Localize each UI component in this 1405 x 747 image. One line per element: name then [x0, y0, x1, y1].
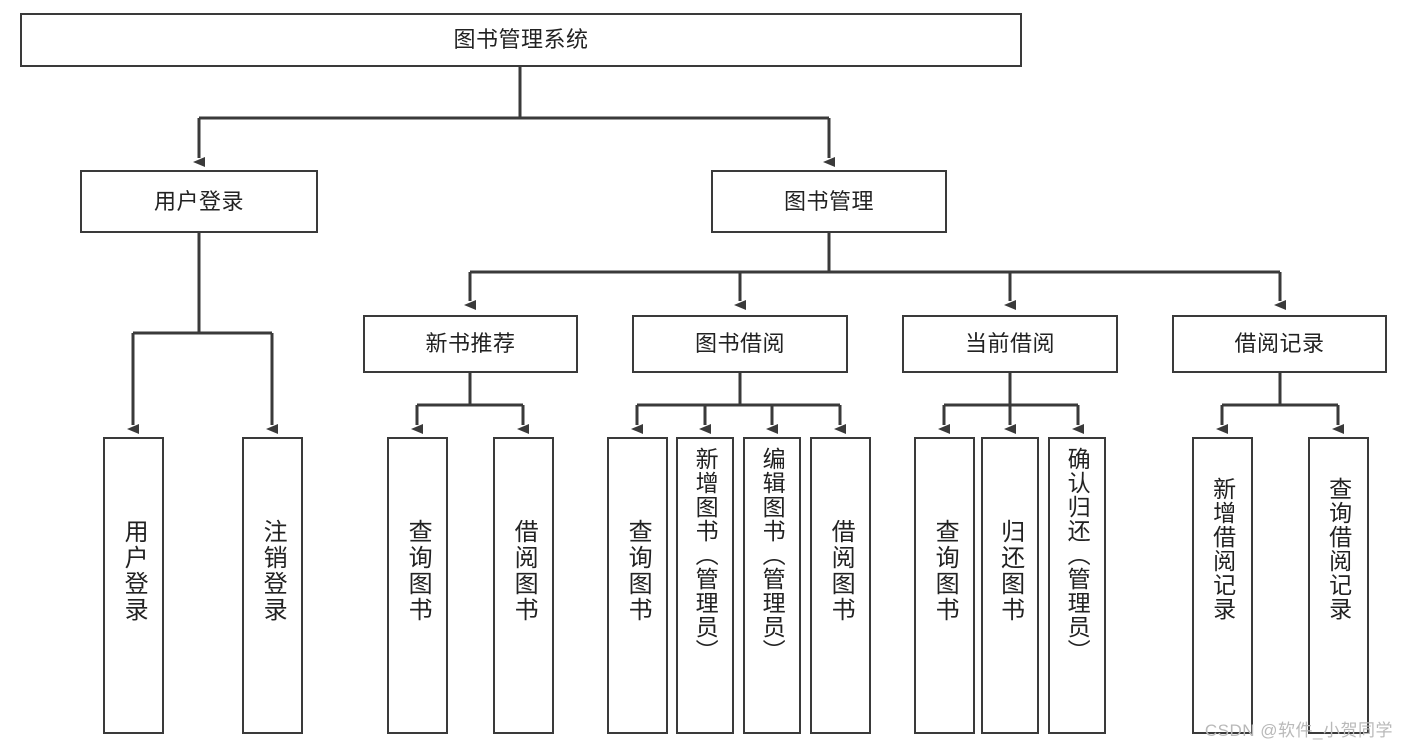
node-current-borrow[interactable]: 当前借阅: [902, 315, 1118, 373]
node-label: 新增借阅记录: [1209, 477, 1236, 621]
leaf-add-borrow-record[interactable]: 新增借阅记录: [1192, 437, 1253, 734]
node-label: 借阅图书: [827, 519, 855, 623]
leaf-logout[interactable]: 注销登录: [242, 437, 303, 734]
csdn-watermark: CSDN @软件_小贺同学: [1204, 721, 1393, 740]
leaf-query-book-recommend[interactable]: 查询图书: [387, 437, 448, 734]
leaf-query-borrow-record[interactable]: 查询借阅记录: [1308, 437, 1369, 734]
leaf-borrow-book[interactable]: 借阅图书: [810, 437, 871, 734]
node-user-login[interactable]: 用户登录: [80, 170, 318, 233]
leaf-query-book-current[interactable]: 查询图书: [914, 437, 975, 734]
node-label: 新书推荐: [425, 331, 516, 357]
node-label: 图书借阅: [694, 331, 785, 357]
node-book-borrow[interactable]: 图书借阅: [632, 315, 848, 373]
node-label: 查询图书: [624, 519, 652, 623]
leaf-return-book[interactable]: 归还图书: [981, 437, 1039, 734]
node-label: 归还图书: [996, 519, 1024, 623]
node-label: 借阅图书: [510, 519, 538, 623]
node-new-book-recommend[interactable]: 新书推荐: [363, 315, 578, 373]
leaf-confirm-return-admin[interactable]: 确认归还（管理员）: [1048, 437, 1106, 734]
node-borrow-record[interactable]: 借阅记录: [1172, 315, 1387, 373]
leaf-edit-book-admin[interactable]: 编辑图书（管理员）: [743, 437, 801, 734]
node-label: 编辑图书（管理员）: [759, 447, 786, 663]
node-label: 注销登录: [259, 519, 287, 623]
node-book-management[interactable]: 图书管理: [711, 170, 947, 233]
node-label: 查询借阅记录: [1325, 477, 1352, 621]
node-label: 新增图书（管理员）: [692, 447, 719, 663]
node-label: 用户登录: [153, 188, 244, 214]
node-label: 用户登录: [120, 519, 148, 623]
node-label: 图书管理: [783, 188, 874, 214]
node-label: 确认归还（管理员）: [1064, 447, 1091, 663]
leaf-query-book-borrow[interactable]: 查询图书: [607, 437, 668, 734]
leaf-user-login[interactable]: 用户登录: [103, 437, 164, 734]
node-label: 借阅记录: [1234, 331, 1325, 357]
leaf-add-book-admin[interactable]: 新增图书（管理员）: [676, 437, 734, 734]
node-label: 当前借阅: [964, 331, 1055, 357]
node-label: 图书管理系统: [453, 27, 589, 53]
node-label: 查询图书: [404, 519, 432, 623]
node-root-system[interactable]: 图书管理系统: [20, 13, 1022, 67]
node-label: 查询图书: [931, 519, 959, 623]
leaf-borrow-book-recommend[interactable]: 借阅图书: [493, 437, 554, 734]
